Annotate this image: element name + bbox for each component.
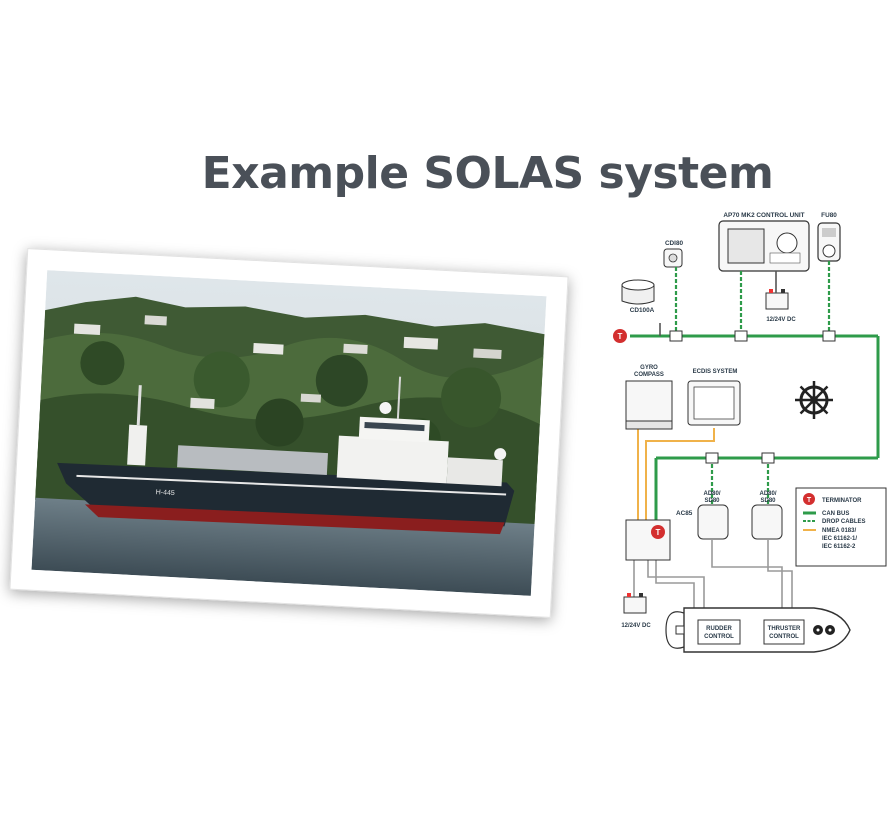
bus-connectors [669,330,836,464]
legend [795,487,887,567]
propeller-icon [813,625,835,635]
ad80-1-label-line2: SD80 [704,498,720,504]
ship-photo: H-445 [9,248,569,618]
ac85-terminator-symbol: T [656,528,661,537]
legend-nmea-label-line3: IEC 61162-2 [822,544,856,550]
ad80-unit-1 [697,504,729,540]
ap70-label: AP70 MK2 CONTROL UNIT [723,212,804,219]
fu80-label: FU80 [821,212,837,219]
ecdis-unit [687,380,741,426]
drop-cables [674,261,831,505]
legend-terminator-label: TERMINATOR [822,498,862,504]
power-top-label: 12/24V DC [766,317,796,323]
hull-marking: H-445 [156,489,176,497]
ad80-2-label-line1: AD80/ [759,491,776,497]
terminator-symbol: T [618,332,623,341]
rudder-label-line1: RUDDER [706,626,732,632]
legend-drop-cables-label: DROP CABLES [822,519,866,525]
legend-terminator-icon [803,493,815,505]
gyro-label-line1: GYRO [640,365,658,371]
thruster-label-line2: CONTROL [769,634,799,640]
cd100a-label: CD100A [630,307,655,314]
cdi80-label: CDI80 [665,240,684,247]
fishing-vessel-image: H-445 [31,270,547,596]
cdi80-unit [663,248,683,268]
ac85-unit [625,519,671,561]
ad80-1-label-line1: AD80/ [703,491,720,497]
helm-wheel-icon [795,381,833,419]
legend-nmea-label-line1: NMEA 0183/ [822,528,856,534]
power-bottom-label: 12/24V DC [621,623,651,629]
page-title: Example SOLAS system [201,148,774,199]
gyro-label-line2: COMPASS [634,372,664,378]
legend-nmea-label-line2: IEC 61162-1/ [822,536,857,542]
fu80-unit [817,222,841,262]
gyro-compass-unit [625,380,673,430]
solas-system-diagram: AP70 MK2 CONTROL UNIT FU80 CDI80 CD100A … [613,212,887,653]
thruster-label-line1: THRUSTER [768,626,801,632]
control-cables [633,271,793,620]
thruster-control-box [763,619,805,645]
ap70-control-unit [718,220,810,272]
nmea-lines [637,428,715,520]
legend-can-bus-label: CAN BUS [822,511,849,517]
ad80-unit-2 [751,504,783,540]
battery-bottom [623,593,647,614]
cd100a-unit [621,279,655,305]
rudder-control-box [697,619,741,645]
rudder-label-line2: CONTROL [704,634,734,640]
battery-top [765,289,789,310]
terminator-icon [613,329,627,343]
legend-terminator-symbol: T [807,497,812,504]
ac85-label: AC85 [676,510,693,517]
ad80-2-label-line2: SD80 [760,498,776,504]
ecdis-label: ECDIS SYSTEM [693,369,738,375]
